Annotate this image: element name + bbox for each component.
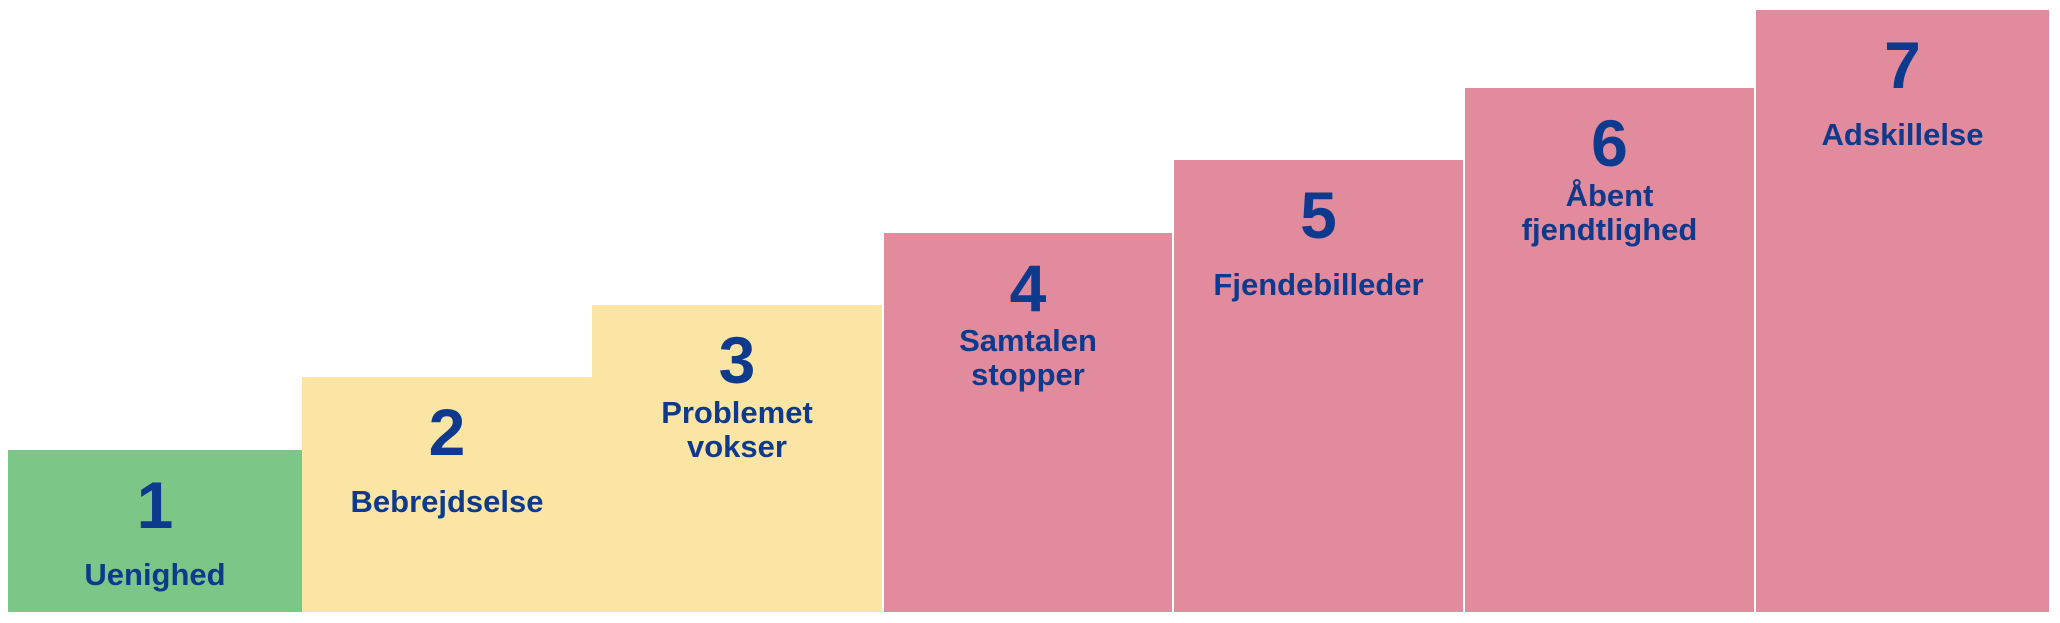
step-3-number: 3	[718, 323, 756, 397]
step-2-label: Bebrejdselse	[350, 484, 544, 519]
step-5-label: Fjendebilleder	[1213, 267, 1424, 302]
step-7-number: 7	[1884, 28, 1921, 102]
step-4-number: 4	[1009, 251, 1047, 325]
step-4-samtalen-stopper: 4 Samtalen stopper	[884, 233, 1172, 612]
step-4-label: Samtalen stopper	[959, 323, 1097, 392]
step-1-uenighed: 1 Uenighed	[8, 450, 302, 612]
step-3-label: Problemet vokser	[661, 395, 813, 464]
step-1-number: 1	[136, 468, 174, 542]
step-6-aabent-fjendtlighed: 6 Åbent fjendtlighed	[1465, 88, 1754, 612]
step-2-bebrejdselse: 2 Bebrejdselse	[302, 377, 592, 612]
step-6-number: 6	[1591, 106, 1628, 180]
step-5-number: 5	[1300, 178, 1337, 252]
step-7-adskillelse: 7 Adskillelse	[1756, 10, 2049, 612]
step-2-number: 2	[428, 395, 466, 469]
step-7-label: Adskillelse	[1821, 117, 1984, 152]
step-1-label: Uenighed	[84, 557, 226, 592]
step-5-fjendebilleder: 5 Fjendebilleder	[1174, 160, 1463, 612]
step-3-problemet-vokser: 3 Problemet vokser	[592, 305, 882, 612]
step-6-label: Åbent fjendtlighed	[1521, 178, 1698, 247]
